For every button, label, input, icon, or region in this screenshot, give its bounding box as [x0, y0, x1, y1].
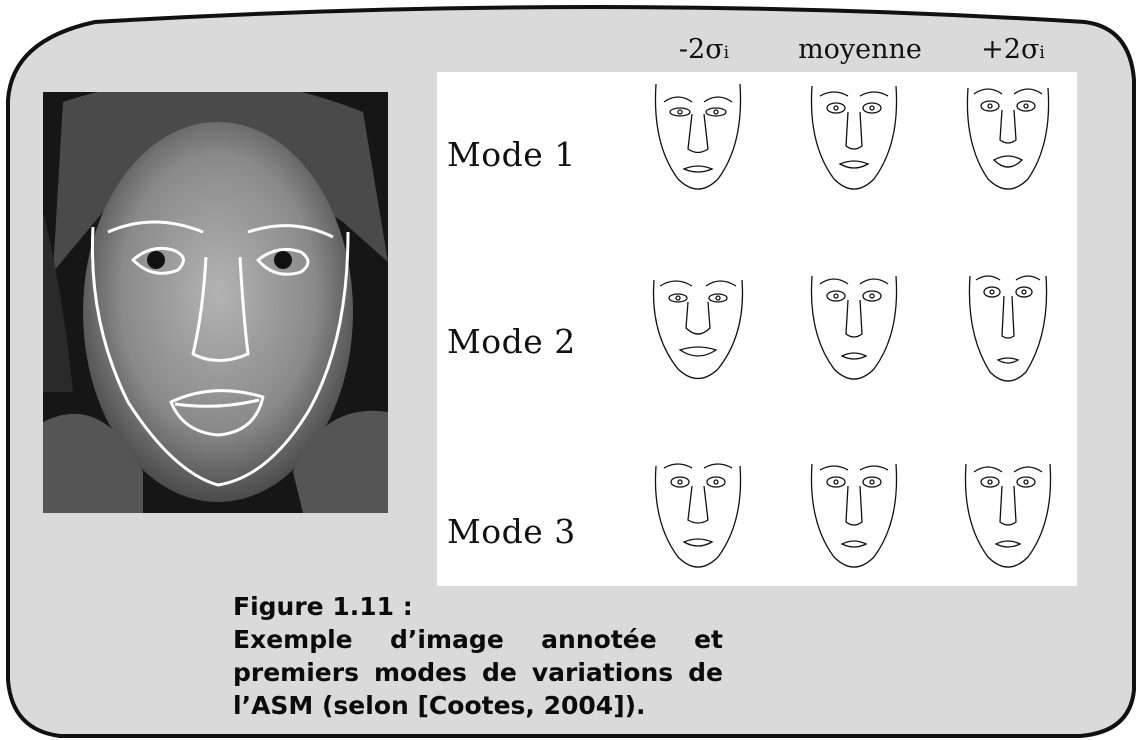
face-mode2-plus — [958, 264, 1058, 394]
face-mode1-minus — [648, 74, 748, 204]
col-header-minus: -2σi — [634, 34, 774, 65]
col-header-mean: moyenne — [790, 34, 930, 65]
face-mode3-mean — [804, 452, 904, 582]
mode-label-1: Mode 1 — [447, 135, 576, 174]
mode-label-3: Mode 3 — [447, 512, 576, 551]
caption-title: Figure 1.11 : — [233, 590, 723, 623]
face-mode3-plus — [958, 452, 1058, 582]
face-mode2-mean — [804, 264, 904, 394]
face-photo-graphic — [43, 92, 388, 513]
face-mode3-minus — [648, 452, 748, 582]
annotated-face-photo — [43, 92, 388, 513]
face-mode2-minus — [648, 264, 748, 394]
caption-body: Exemple d’image annotée et premiers mode… — [233, 623, 723, 722]
mode-label-2: Mode 2 — [447, 322, 576, 361]
face-mode1-mean — [804, 74, 904, 204]
col-header-plus: +2σi — [943, 34, 1083, 65]
face-mode1-plus — [958, 74, 1058, 204]
figure-caption: Figure 1.11 : Exemple d’image annotée et… — [233, 590, 723, 722]
